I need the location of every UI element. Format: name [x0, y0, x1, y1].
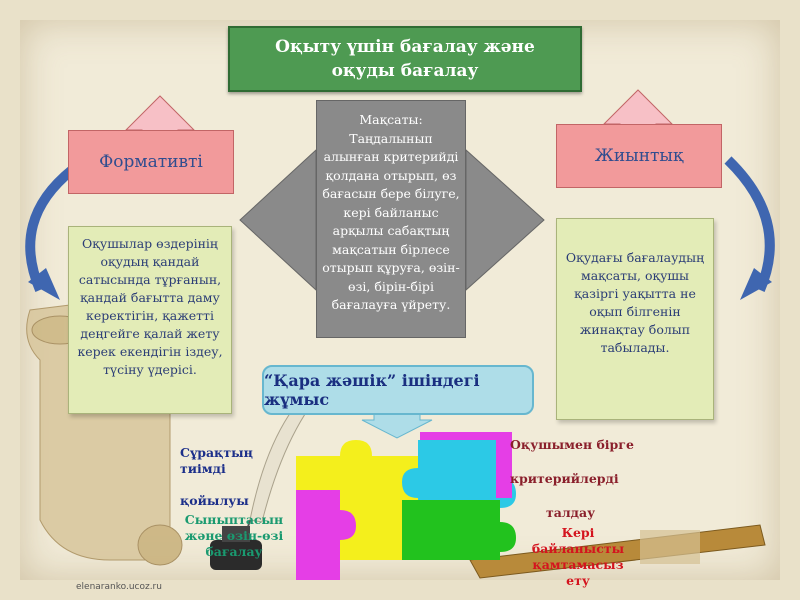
- peer-assessment-label: Сыныптасын және өзін-өзі бағалау: [184, 512, 284, 560]
- peer-line1: Сыныптасын: [184, 512, 284, 527]
- formative-note: Оқушылар өздерінің оқудың қандай сатысын…: [68, 226, 232, 414]
- black-box-title: “Қара жәшік” ішіндегі жұмыс: [264, 371, 480, 409]
- criteria-line1: Оқушымен бірге: [510, 437, 634, 452]
- title-banner: Оқыту үшін бағалау және оқуды бағалау: [228, 26, 582, 92]
- puzzle-piece-green: [402, 500, 516, 560]
- questioning-line2: тиімді: [180, 461, 226, 476]
- feedback-label: Кері байланысты қамтамасыз ету: [520, 525, 636, 589]
- questioning-line1: Сұрақтың: [180, 445, 253, 460]
- feedback-line2: байланысты: [531, 541, 625, 556]
- summative-box: Жиынтық: [556, 124, 722, 188]
- goal-text: Мақсаты: Таңдалынып алынған критерийді қ…: [322, 112, 460, 312]
- peer-line2: және өзін-өзі: [184, 528, 284, 543]
- formative-label: Формативті: [99, 152, 203, 172]
- criteria-label: Оқушымен бірге критерийлерді талдау: [510, 437, 634, 521]
- summative-note-text: Оқудағы бағалаудың мақсаты, оқушы қазірг…: [565, 250, 705, 355]
- formative-note-text: Оқушылар өздерінің оқудың қандай сатысын…: [77, 236, 223, 377]
- ink-bottle-icon: [210, 526, 262, 570]
- spacer: [510, 487, 634, 505]
- feedback-line1: Кері: [561, 525, 595, 540]
- formative-box: Формативті: [68, 130, 234, 194]
- summative-note: Оқудағы бағалаудың мақсаты, оқушы қазірг…: [556, 218, 714, 420]
- criteria-line2: критерийлерді: [510, 471, 619, 486]
- questioning-line3: қойылуы: [180, 493, 249, 508]
- criteria-line3: талдау: [546, 505, 596, 520]
- spacer: [180, 477, 253, 493]
- questioning-label: Сұрақтың тиімді қойылуы: [180, 445, 253, 509]
- left-curved-arrow: [25, 166, 76, 292]
- right-curved-arrow: [724, 156, 775, 292]
- site-credit: elenaranko.ucoz.ru: [76, 582, 162, 592]
- puzzle-piece-magenta: [296, 432, 512, 580]
- black-box-bubble: “Қара жәшік” ішіндегі жұмыс: [262, 365, 534, 415]
- summative-label: Жиынтық: [594, 146, 684, 166]
- peer-line3: бағалау: [205, 544, 263, 559]
- spacer: [510, 453, 634, 471]
- page-title: Оқыту үшін бағалау және оқуды бағалау: [275, 37, 535, 81]
- feedback-line3: қамтамасыз ету: [532, 557, 624, 588]
- pen-icon: [469, 524, 766, 579]
- goal-box: Мақсаты: Таңдалынып алынған критерийді қ…: [316, 100, 466, 338]
- center-right-arrow: [465, 148, 545, 292]
